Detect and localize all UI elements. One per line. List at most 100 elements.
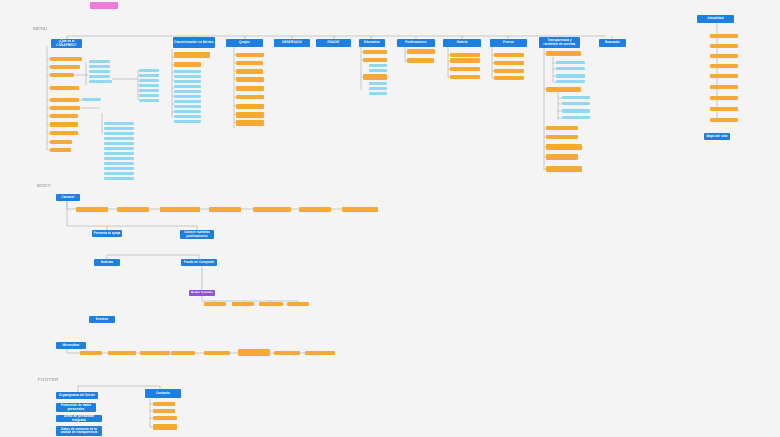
actualidad-item (710, 64, 738, 68)
que-es-subitem (139, 79, 159, 82)
footer-contacto: Contacto (145, 389, 181, 398)
menu-enadis: ENADIS (316, 39, 351, 47)
educacion-subitem (369, 69, 387, 72)
redes-item (204, 302, 226, 306)
micrositios-item (238, 349, 270, 356)
que-es-subitem (104, 167, 134, 170)
que-es-subitem (104, 127, 134, 130)
que-es-subitem (89, 70, 110, 73)
que-es-item (50, 131, 78, 135)
redes-item (232, 302, 254, 306)
actualidad-item (710, 85, 738, 89)
que-es-subitem (82, 98, 101, 101)
discriminacion-item (174, 62, 201, 67)
discriminacion-subitem (174, 90, 201, 93)
section-label-menu: MENU (33, 26, 48, 31)
contacto-item (153, 402, 175, 406)
prensa-item (494, 53, 524, 57)
transparencia-item (546, 135, 578, 139)
carrusel-item (342, 207, 378, 212)
transparencia-item (546, 154, 578, 160)
actualidad-item (710, 74, 738, 78)
galeria-item (450, 58, 480, 63)
que-es-item (50, 148, 71, 152)
galeria-item (450, 75, 480, 79)
carrusel-item (76, 207, 108, 212)
transparencia-subitem (556, 74, 585, 78)
actualidad-item (710, 96, 738, 100)
body-fondo-compartir: Fondo de Compartir (181, 259, 217, 266)
que-es-subitem (139, 89, 159, 92)
body-carrusel: Carrusel (56, 194, 80, 201)
quejas-item (236, 61, 263, 65)
actualidad-item (710, 44, 738, 48)
galeria-item (450, 53, 480, 57)
menu-galeria: Galería (443, 39, 481, 47)
educacion-subitem (369, 82, 387, 85)
transparencia-subitem (562, 116, 590, 119)
menu-educacion: Educación (359, 39, 385, 47)
prensa-item (494, 76, 524, 80)
transparencia-subitem (556, 80, 585, 83)
micrositios-item (171, 351, 195, 355)
actualidad-item (710, 118, 738, 122)
contacto-item (153, 424, 177, 430)
que-es-item (50, 122, 78, 127)
section-label-body: BODY (37, 183, 51, 188)
educacion-item (363, 58, 387, 62)
que-es-subitem (104, 147, 134, 150)
que-es-item (50, 57, 82, 61)
discriminacion-subitem (174, 80, 201, 83)
quejas-item (236, 120, 264, 126)
contacto-item (153, 416, 177, 420)
quejas-item (236, 53, 264, 57)
transparencia-subitem (562, 96, 590, 99)
carrusel-item (160, 207, 200, 212)
transparencia-item (546, 51, 581, 56)
contacto-item (153, 409, 175, 413)
quejas-item (236, 95, 264, 99)
que-es-subitem (104, 137, 134, 140)
redes-item (287, 302, 309, 306)
que-es-subitem (104, 172, 134, 175)
transparencia-subitem (556, 61, 585, 64)
redes-item (259, 302, 283, 306)
quejas-item (236, 77, 264, 82)
menu-discriminacion: Discriminación en México (173, 37, 215, 48)
prensa-item (494, 61, 524, 65)
body-presenta-queja: Presenta tu queja (92, 230, 122, 237)
discriminacion-subitem (174, 100, 201, 103)
discriminacion-subitem (174, 70, 201, 73)
que-es-subitem (104, 152, 134, 155)
section-label-footer: FOOTER (38, 377, 59, 382)
footer-organigrama: Organigrama del Sector (56, 392, 98, 399)
que-es-item (50, 86, 79, 90)
que-es-subitem (139, 94, 159, 97)
micrositios-item (204, 351, 230, 355)
que-es-subitem (89, 80, 112, 83)
transparencia-subitem (556, 67, 585, 70)
discriminacion-subitem (174, 115, 201, 118)
carrusel-item (117, 207, 149, 212)
que-es-subitem (104, 122, 134, 125)
actualidad-item (710, 34, 738, 38)
micrositios-item (305, 351, 335, 355)
menu-mapa-sitio: Mapa del sitio (704, 133, 730, 140)
publicaciones-item (407, 49, 435, 54)
educacion-subitem (369, 92, 387, 95)
que-es-item (50, 73, 74, 77)
carrusel-item (209, 207, 241, 212)
menu-prensa: Prensa (490, 39, 527, 47)
que-es-item (50, 140, 72, 144)
transparencia-item (546, 144, 582, 150)
actualidad-item (710, 54, 738, 58)
menu-transparencia: Transparencia y rendición de cuentas (539, 37, 580, 48)
que-es-subitem (139, 84, 159, 87)
body-micrositios: Micrositios (56, 342, 86, 349)
que-es-subitem (139, 99, 159, 102)
discriminacion-subitem (174, 120, 201, 123)
que-es-subitem (89, 75, 110, 78)
transparencia-item (546, 166, 582, 172)
micrositios-item (108, 351, 136, 355)
transparencia-item (546, 87, 581, 92)
